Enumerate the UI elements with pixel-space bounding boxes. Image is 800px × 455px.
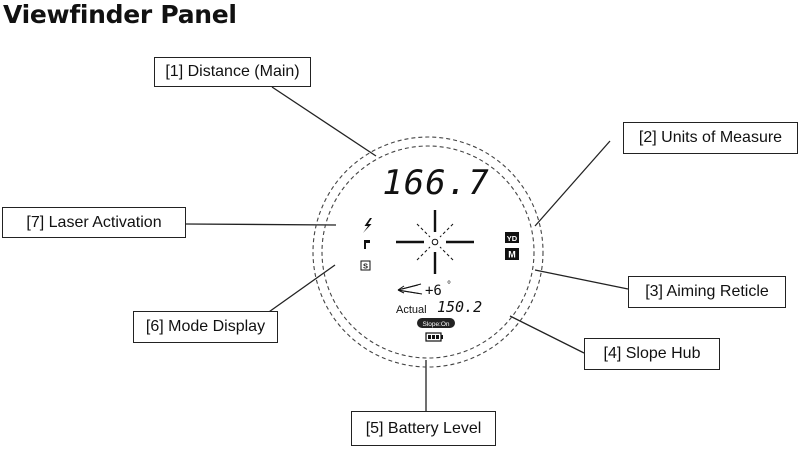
callout-aiming-reticle: [3] Aiming Reticle xyxy=(628,276,786,308)
leader-line-units xyxy=(534,140,611,227)
unit-meter-badge: M xyxy=(505,248,519,260)
actual-label: Actual xyxy=(396,304,427,316)
leader-line-distance xyxy=(271,86,377,157)
leader-line-reticle xyxy=(534,269,629,290)
leader-line-laser xyxy=(185,223,337,226)
mode-letter: S xyxy=(363,262,368,271)
angle-readout: +6 xyxy=(425,283,442,299)
actual-distance-readout: 150.2 xyxy=(437,298,482,316)
unit-yard-badge: YD xyxy=(505,232,519,243)
slope-status-badge: Slope:On xyxy=(417,318,455,328)
viewfinder-outer-ring xyxy=(312,136,544,368)
flag-icon xyxy=(364,240,370,249)
aiming-reticle xyxy=(396,210,474,274)
degree-symbol: ° xyxy=(447,280,451,291)
callout-battery-level: [5] Battery Level xyxy=(351,411,496,446)
unit-yard-label: YD xyxy=(507,234,518,243)
lightning-bolt-icon xyxy=(363,218,372,233)
slope-status-label: Slope:On xyxy=(422,321,449,328)
unit-meter-label: M xyxy=(508,250,516,260)
mode-indicator: S xyxy=(360,260,371,271)
reticle-center-diamond xyxy=(431,238,439,246)
leader-line-slope-hub xyxy=(509,315,585,354)
callout-slope-hub: [4] Slope Hub xyxy=(584,338,720,370)
callout-laser-activation: [7] Laser Activation xyxy=(2,207,186,238)
callout-mode-display: [6] Mode Display xyxy=(133,311,278,343)
callout-units-of-measure: [2] Units of Measure xyxy=(623,122,798,154)
distance-readout: 166.7 xyxy=(382,163,489,203)
callout-distance-main: [1] Distance (Main) xyxy=(154,57,311,87)
inclined-arrow-icon xyxy=(397,283,423,295)
page-title: Viewfinder Panel xyxy=(3,0,237,29)
battery-icon xyxy=(425,332,443,342)
viewfinder-inner-ring xyxy=(321,145,535,359)
leader-line-mode xyxy=(265,264,336,315)
